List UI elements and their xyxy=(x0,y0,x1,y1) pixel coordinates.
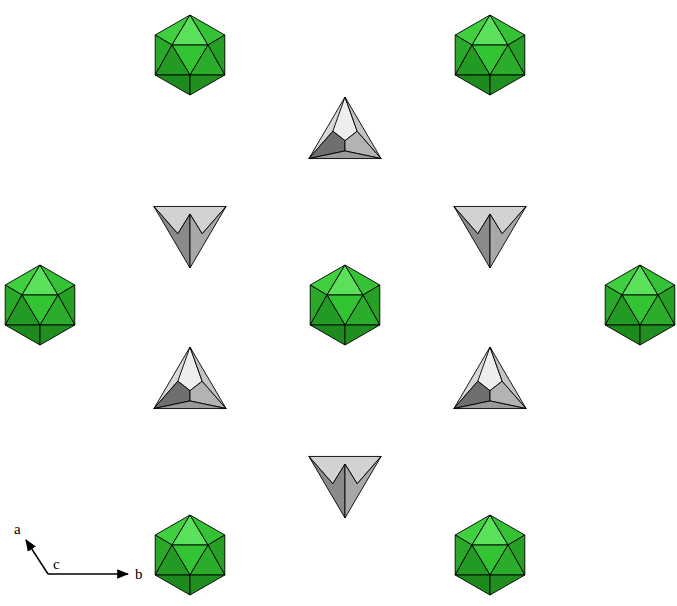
tetrahedron xyxy=(454,206,526,268)
icosahedron-face xyxy=(310,295,345,325)
tetrahedron xyxy=(309,456,381,518)
tetrahedron-face xyxy=(154,401,226,409)
tetrahedron xyxy=(309,97,381,159)
tetrahedron-face xyxy=(345,97,381,159)
tetrahedron-face xyxy=(190,347,226,409)
icosahedron-face xyxy=(190,545,225,575)
tetrahedron xyxy=(154,206,226,268)
icosahedron-face xyxy=(155,75,190,95)
icosahedron-face xyxy=(640,295,675,325)
icosahedron-face xyxy=(490,575,525,595)
icosahedron-face xyxy=(155,575,190,595)
icosahedron xyxy=(310,265,380,345)
icosahedron-face xyxy=(40,295,75,325)
axis-label-a: a xyxy=(14,522,21,537)
icosahedron-face xyxy=(190,575,225,595)
icosahedron xyxy=(455,15,525,95)
icosahedron-face xyxy=(190,45,225,75)
icosahedron-face xyxy=(490,545,525,575)
icosahedron-face xyxy=(155,545,190,575)
icosahedron xyxy=(5,265,75,345)
icosahedron xyxy=(155,515,225,595)
icosahedron xyxy=(155,15,225,95)
tetrahedron xyxy=(154,347,226,409)
axis-b xyxy=(48,573,128,575)
icosahedron-face xyxy=(455,45,490,75)
axis-label-b: b xyxy=(135,567,143,582)
tetrahedron-face xyxy=(454,206,490,268)
icosahedron-face xyxy=(155,45,190,75)
icosahedron-face xyxy=(605,295,640,325)
icosahedron-face xyxy=(455,575,490,595)
icosahedron-face xyxy=(5,325,40,345)
icosahedron-face xyxy=(490,45,525,75)
icosahedron-face xyxy=(40,325,75,345)
icosahedron-face xyxy=(640,325,675,345)
tetrahedron xyxy=(454,347,526,409)
icosahedron xyxy=(605,265,675,345)
tetrahedron-face xyxy=(154,206,190,268)
tetrahedron-face xyxy=(454,401,526,409)
icosahedron-face xyxy=(455,75,490,95)
tetrahedron-face xyxy=(309,456,345,518)
axis-a xyxy=(26,540,48,574)
icosahedron-face xyxy=(605,325,640,345)
axis-arrows xyxy=(26,540,128,574)
icosahedron-face xyxy=(455,545,490,575)
axis-label-c: c xyxy=(53,557,60,572)
icosahedron-face xyxy=(310,325,345,345)
tetrahedron-face xyxy=(309,151,381,159)
icosahedron-face xyxy=(490,75,525,95)
tetrahedron-face xyxy=(345,456,381,518)
icosahedron-face xyxy=(345,325,380,345)
icosahedron xyxy=(455,515,525,595)
icosahedron-face xyxy=(5,295,40,325)
icosahedron-face xyxy=(190,75,225,95)
icosahedron-face xyxy=(345,295,380,325)
tetrahedron-face xyxy=(490,347,526,409)
tetrahedron-face xyxy=(190,206,226,268)
tetrahedron-face xyxy=(490,206,526,268)
